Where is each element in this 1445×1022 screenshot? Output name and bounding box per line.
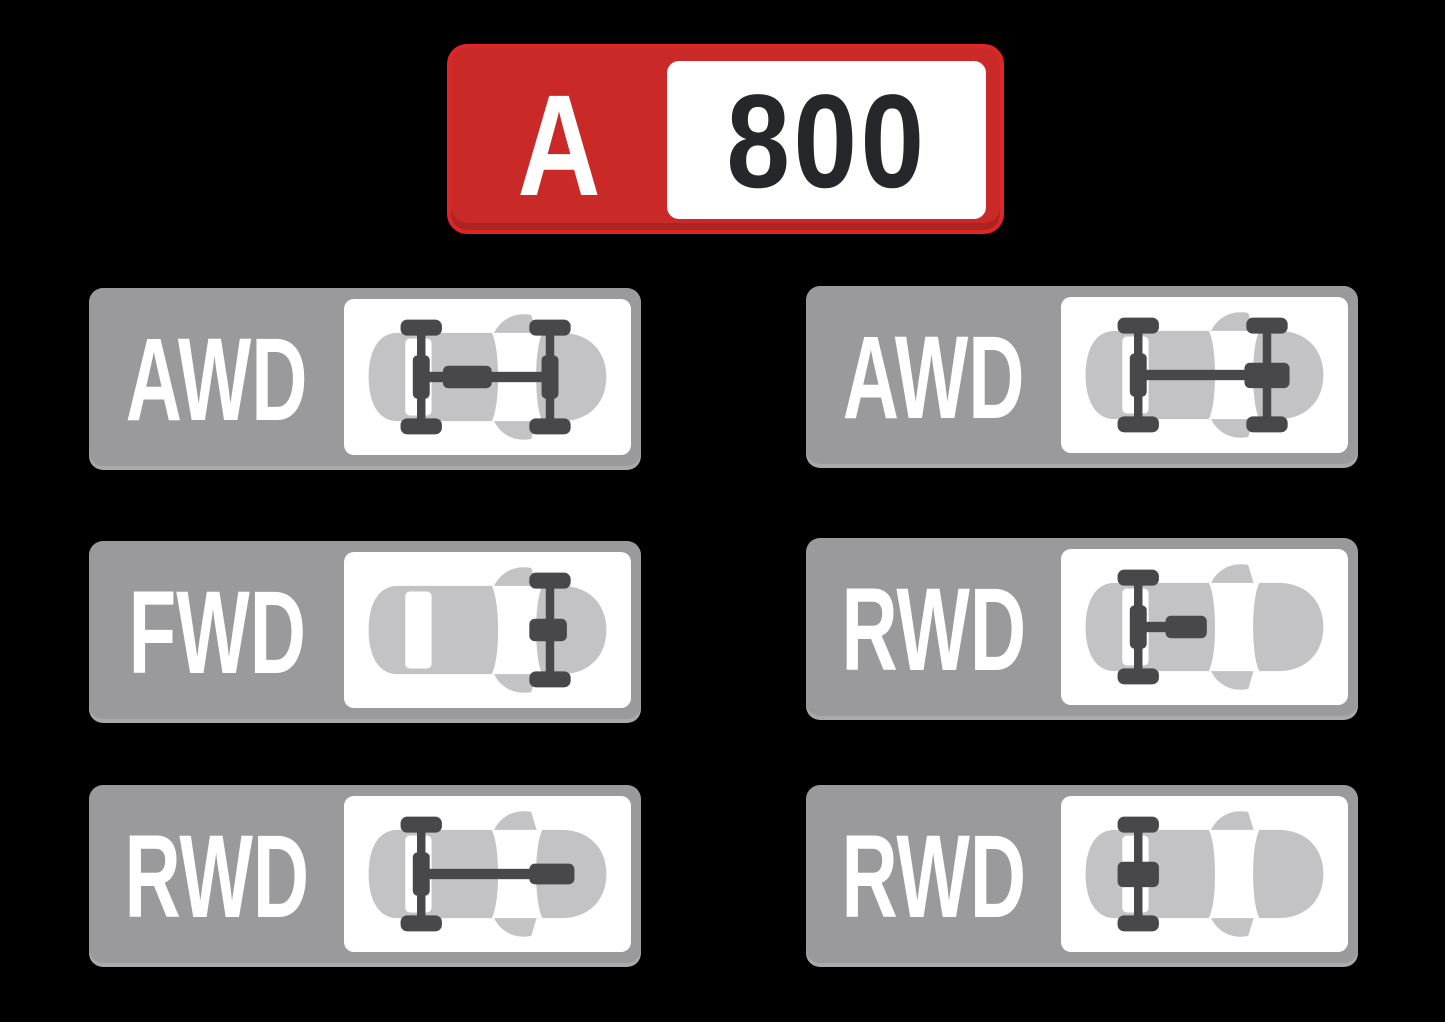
badge-label: RWD — [124, 811, 310, 943]
badge-awd-1: AWD — [89, 288, 641, 466]
rwd-front-engine-driveshaft-icon — [368, 811, 607, 937]
badge-rwd-3: RWD — [806, 785, 1358, 963]
badge-label: AWD — [126, 314, 308, 446]
badge-awd-2: AWD — [806, 286, 1358, 464]
drivetrain-panel — [1061, 796, 1348, 952]
drivetrain-panel — [344, 552, 631, 708]
rating-plate-number-panel: 800 — [667, 61, 986, 219]
rating-class-letter: A — [517, 65, 601, 226]
badge-label: RWD — [841, 811, 1027, 943]
drivetrain-panel — [1061, 549, 1348, 705]
awd-front-diff-driveshaft-icon — [1085, 312, 1324, 438]
rating-plate-letter-zone: A — [451, 48, 667, 230]
badge-label-zone: AWD — [806, 286, 1062, 464]
badge-fwd: FWD — [89, 541, 641, 719]
rating-number: 800 — [725, 68, 928, 216]
rwd-rear-axle-short-shaft-motor-icon — [1085, 564, 1324, 690]
badge-label: AWD — [843, 312, 1025, 444]
badge-label: FWD — [128, 567, 306, 699]
badge-label-zone: RWD — [806, 785, 1062, 963]
badge-label-zone: RWD — [806, 538, 1062, 716]
badge-rwd-2: RWD — [89, 785, 641, 963]
drivetrain-panel — [344, 299, 631, 455]
rwd-rear-axle-motor-icon — [1085, 811, 1324, 937]
drivetrain-panel — [344, 796, 631, 952]
badge-label-zone: FWD — [89, 541, 345, 719]
badge-label: RWD — [841, 564, 1027, 696]
rating-plate: A 800 — [447, 44, 1004, 234]
drivetrain-panel — [1061, 297, 1348, 453]
badge-label-zone: AWD — [89, 288, 345, 466]
awd-center-gearbox-driveshaft-icon — [368, 314, 607, 440]
fwd-front-axle-icon — [368, 567, 607, 693]
badge-rwd-1: RWD — [806, 538, 1358, 716]
badge-label-zone: RWD — [89, 785, 345, 963]
